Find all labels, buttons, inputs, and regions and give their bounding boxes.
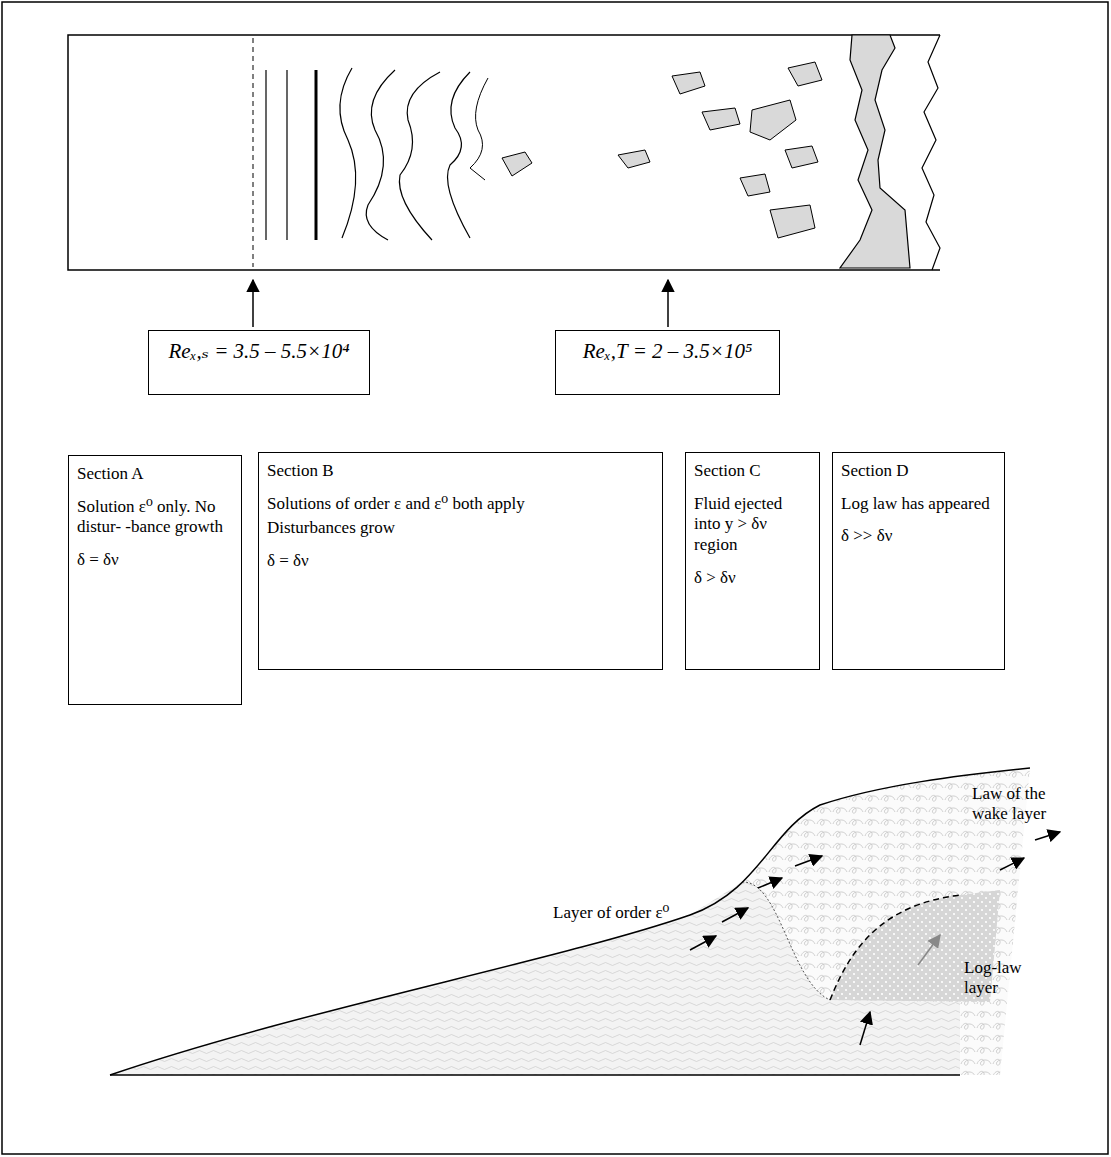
section-box: Section A Solution ε⁰ only. No distur- -b… (68, 455, 242, 705)
section-box: Section C Fluid ejected into y > δν regio… (685, 452, 820, 670)
box-heading: Section D (841, 461, 996, 482)
region-label: Law of the wake layer (972, 784, 1057, 824)
box-text: δ = δν (267, 551, 654, 572)
box-heading: Reₓ,T = 2 – 3.5×10⁵ (564, 339, 771, 365)
region-label: Layer of order ε⁰ (553, 903, 753, 923)
box-heading: Reₓ,ₛ = 3.5 – 5.5×10⁴ (157, 339, 361, 365)
section-box: Section D Log law has appeared δ >> δν (832, 452, 1005, 670)
box-heading: Section A (77, 464, 233, 485)
box-text: δ >> δν (841, 526, 996, 547)
box-text: Fluid ejected into y > δν region (694, 494, 811, 556)
box-text: Log law has appeared (841, 494, 996, 515)
section-box: Section B Solutions of order ε and ε⁰ bot… (258, 452, 663, 670)
reynolds-box: Reₓ,ₛ = 3.5 – 5.5×10⁴ (148, 330, 370, 395)
box-heading: Section C (694, 461, 811, 482)
box-text: Solution ε⁰ only. No distur- -bance grow… (77, 497, 233, 538)
reynolds-box: Reₓ,T = 2 – 3.5×10⁵ (555, 330, 780, 395)
box-text: δ = δν (77, 550, 233, 571)
region-label: Log-law layer (964, 958, 1034, 998)
box-text: Solutions of order ε and ε⁰ both apply (267, 494, 654, 515)
plate-top-view (68, 35, 940, 327)
boundary-layer-profile (110, 768, 1060, 1075)
box-text: δ > δν (694, 568, 811, 589)
box-heading: Section B (267, 461, 654, 482)
box-text: Disturbances grow (267, 518, 654, 539)
